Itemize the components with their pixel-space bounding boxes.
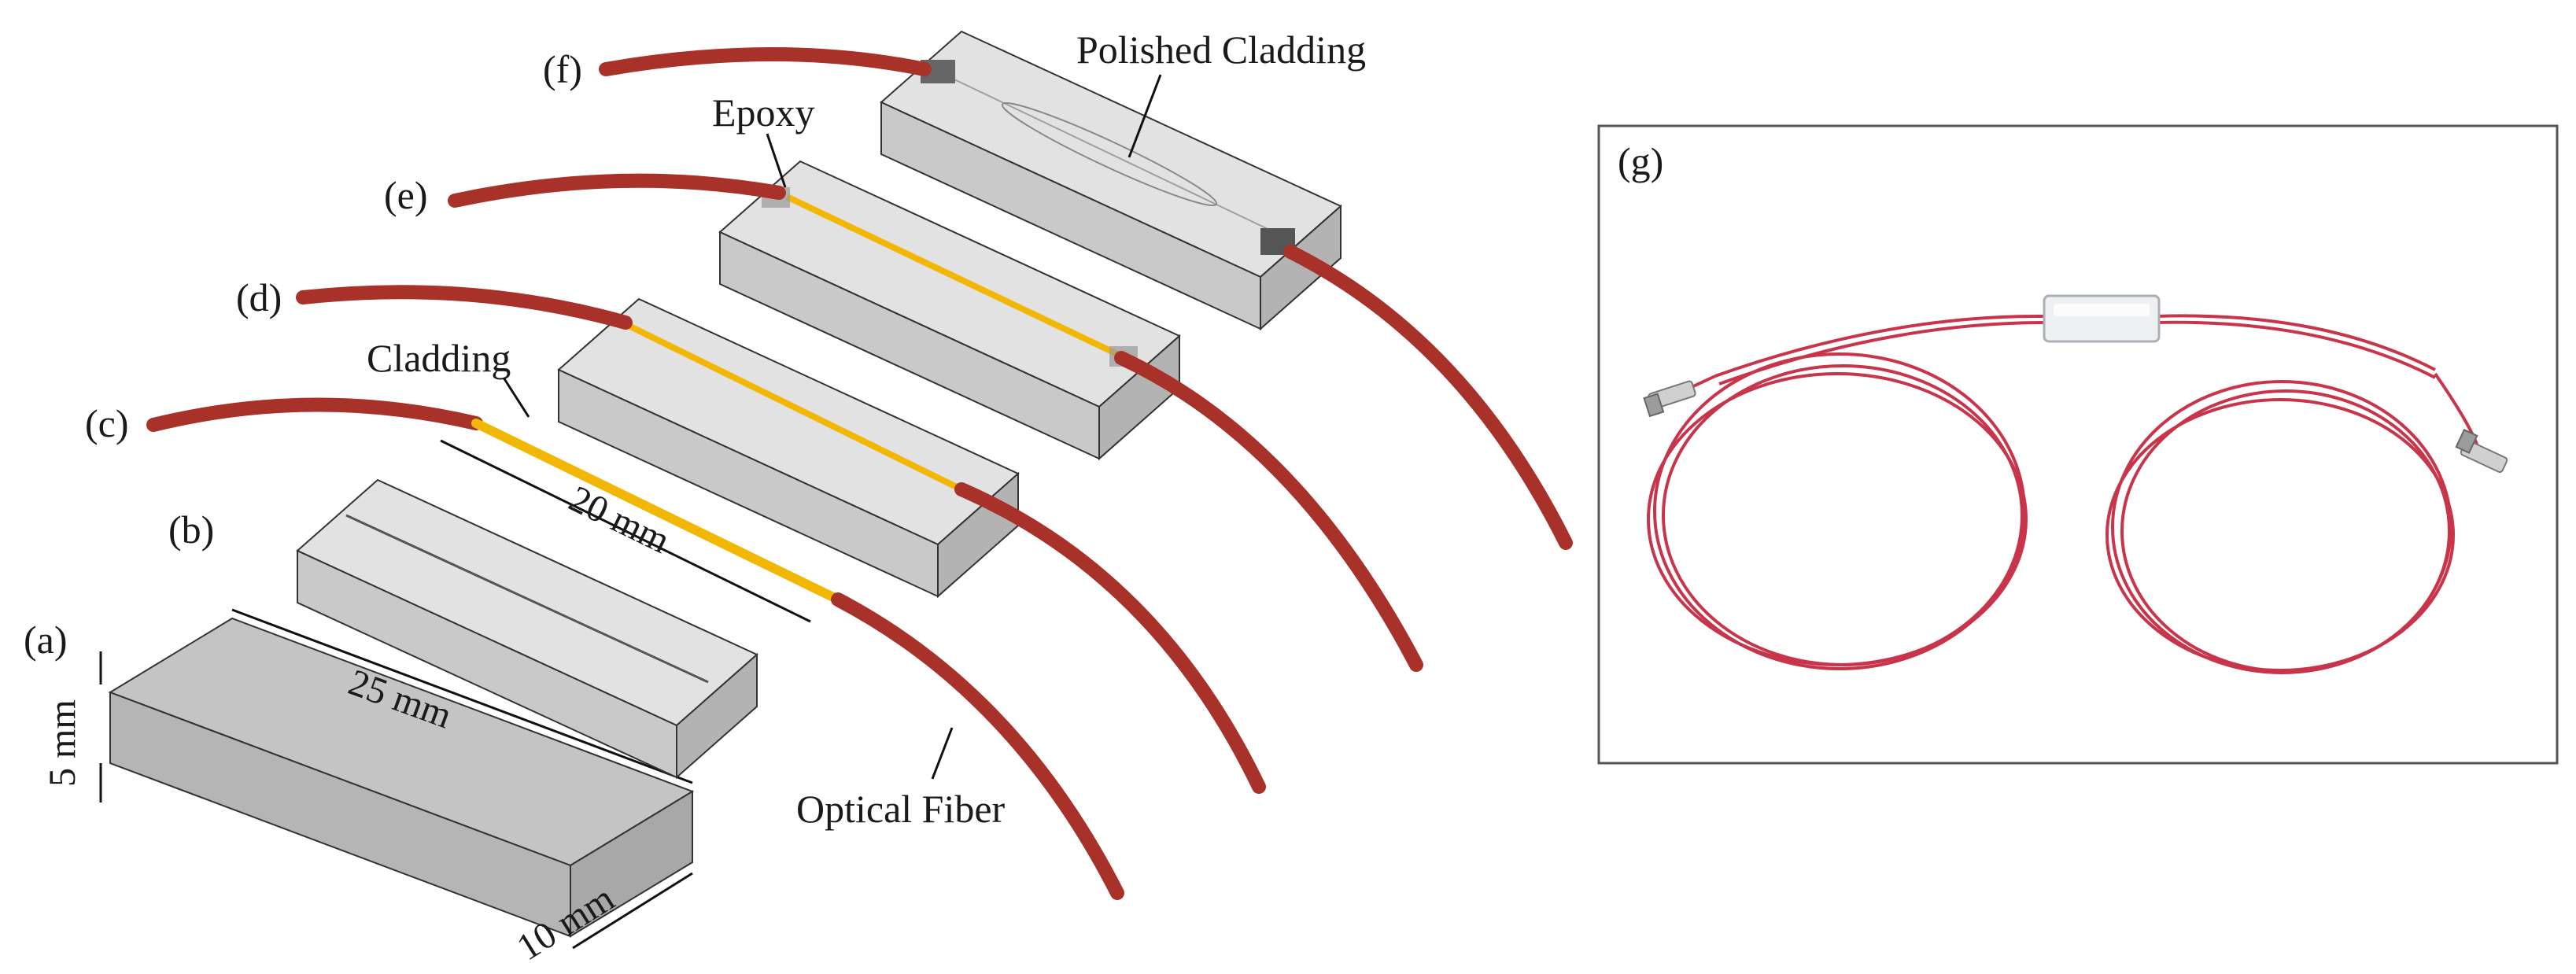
fiber-f-core: [936, 70, 1283, 237]
label-a: (a): [24, 618, 68, 662]
photo-left-connector: [1643, 380, 1696, 418]
annotation-optical-fiber: Optical Fiber: [796, 787, 1006, 831]
fiber-to-left-connector: [1691, 374, 1716, 389]
label-e: (e): [384, 173, 428, 217]
fiber-d: [296, 285, 1266, 794]
fiber-c-right: [831, 592, 1124, 900]
fiber-e-right: [1114, 351, 1423, 672]
photo-right-connector: [2455, 428, 2508, 474]
annotation-epoxy: Epoxy: [712, 90, 815, 135]
fiber-d-right: [954, 482, 1266, 794]
label-c: (c): [85, 401, 129, 445]
fiber-to-sensor-left: [1714, 314, 2046, 378]
block-b: [296, 478, 758, 780]
polished-cladding-pointer: [1127, 74, 1162, 158]
block-a: [108, 617, 695, 938]
label-b: (b): [168, 507, 214, 552]
photo-panel-g: (g): [1597, 124, 2559, 765]
cladding-c: [471, 419, 843, 604]
optical-fiber-pointer: [931, 727, 954, 780]
block-b-side: [676, 652, 758, 780]
annotation-cladding: Cladding: [367, 336, 511, 380]
fiber-f: [599, 47, 1573, 550]
fiber-f-left: [599, 47, 932, 76]
dim-height-label: 5 mm: [42, 699, 83, 787]
fiber-e: [448, 173, 1423, 672]
fiber-d-left: [296, 285, 633, 330]
dimension-lines-a: [99, 608, 693, 950]
fiber-from-sensor-right-2: [2155, 320, 2436, 379]
photo-frame: [1597, 124, 2559, 765]
right-coil-3: [2105, 398, 2455, 672]
cladding-d: [624, 321, 963, 493]
epoxy-pointer: [766, 133, 787, 188]
block-b-groove: [345, 514, 709, 684]
block-f-side: [1260, 204, 1342, 331]
fiber-c: [146, 397, 1124, 900]
photo-sensor-highlight: [2054, 304, 2150, 316]
right-coil-1: [2111, 380, 2452, 674]
photo-fiber-coils: [1647, 314, 2480, 674]
block-e: [718, 160, 1181, 461]
fiber-e-left: [448, 173, 786, 208]
label-g: (g): [1618, 139, 1663, 183]
dim-clad-line: [440, 439, 811, 623]
fiber-c-left: [146, 397, 483, 432]
annotation-polished-cladding: Polished Cladding: [1076, 28, 1366, 72]
cladding-pointer: [502, 377, 530, 418]
fiber-to-right-connector: [2434, 372, 2480, 449]
label-f: (f): [543, 47, 582, 91]
block-a-side: [570, 790, 693, 938]
label-d: (d): [236, 275, 282, 319]
fiber-f-right: [1283, 245, 1573, 550]
block-f: [880, 30, 1342, 331]
polished-region: [1001, 101, 1218, 207]
left-coil-3: [1647, 372, 2028, 666]
fiber-to-sensor-left-2: [1718, 321, 2046, 386]
fiber-from-sensor-right: [2155, 314, 2436, 371]
cladding-e: [785, 194, 1119, 357]
photo-sensor-block: [2043, 294, 2161, 343]
